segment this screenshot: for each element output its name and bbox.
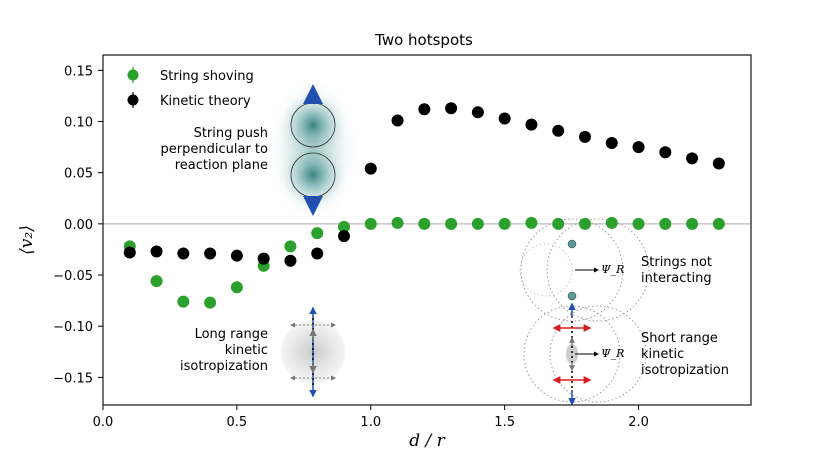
legend-label-kinetic-theory: Kinetic theory xyxy=(160,94,251,109)
annotation-string-push-3: reaction plane xyxy=(175,158,268,173)
annotation-short-range-2: kinetic xyxy=(641,347,684,362)
y-tick-label: 0.05 xyxy=(64,167,93,182)
annotation-long-range-2: kinetic xyxy=(225,343,268,358)
chart-title: Two hotspots xyxy=(374,31,473,49)
point-kinetic-theory xyxy=(364,162,377,175)
point-string-shoving xyxy=(686,217,699,230)
legend: String shoving Kinetic theory xyxy=(127,67,254,109)
point-kinetic-theory xyxy=(204,247,217,260)
annotation-short-range-1: Short range xyxy=(641,331,718,346)
point-kinetic-theory xyxy=(311,247,324,260)
y-tick-label: 0.15 xyxy=(64,64,93,79)
point-kinetic-theory xyxy=(257,252,270,265)
annotation-string-push-1: String push xyxy=(194,126,268,141)
point-string-shoving xyxy=(578,217,591,230)
point-kinetic-theory xyxy=(578,130,591,143)
point-kinetic-theory xyxy=(712,157,725,170)
point-kinetic-theory xyxy=(659,146,672,159)
point-string-shoving xyxy=(525,216,538,229)
point-kinetic-theory xyxy=(284,254,297,267)
point-kinetic-theory xyxy=(445,102,458,115)
point-string-shoving xyxy=(204,296,217,309)
x-axis-title: d / r xyxy=(409,431,445,451)
point-string-shoving xyxy=(445,217,458,230)
point-kinetic-theory xyxy=(230,249,243,262)
point-kinetic-theory xyxy=(123,246,136,259)
point-kinetic-theory xyxy=(632,141,645,154)
legend-marker-kinetic-theory xyxy=(127,94,139,106)
point-string-shoving xyxy=(150,275,163,288)
point-string-shoving xyxy=(659,217,672,230)
short-range-illustration xyxy=(523,302,647,406)
annotation-string-push-2: perpendicular to xyxy=(161,142,268,157)
x-axis-ticks: 0.0 0.5 1.0 1.5 2.0 xyxy=(93,405,649,430)
point-kinetic-theory xyxy=(605,137,618,150)
annotation-strings-not-1: Strings not xyxy=(641,255,712,270)
point-kinetic-theory xyxy=(471,106,484,119)
x-tick-label: 1.0 xyxy=(360,415,381,430)
point-string-shoving xyxy=(337,220,350,233)
y-tick-label: 0.10 xyxy=(64,116,93,131)
annotation-strings-not-2: interacting xyxy=(641,271,712,286)
x-tick-label: 2.0 xyxy=(628,415,649,430)
psi-label-upper: Ψ_R xyxy=(601,263,624,276)
x-tick-label: 0.5 xyxy=(227,415,248,430)
x-tick-label: 1.5 xyxy=(494,415,515,430)
point-string-shoving xyxy=(632,217,645,230)
point-string-shoving xyxy=(712,217,725,230)
point-string-shoving xyxy=(391,216,404,229)
point-string-shoving xyxy=(552,217,565,230)
point-kinetic-theory xyxy=(177,247,190,260)
point-string-shoving xyxy=(418,217,431,230)
y-tick-label: −0.05 xyxy=(53,269,93,284)
data-points xyxy=(123,102,725,309)
annotation-long-range-3: isotropization xyxy=(180,359,268,374)
point-string-shoving xyxy=(605,216,618,229)
y-axis-title: ⟨v₂⟩ xyxy=(17,225,37,255)
y-axis-ticks: 0.15 0.10 0.05 0.00 −0.05 −0.10 −0.15 xyxy=(53,64,103,386)
plot-frame xyxy=(102,54,752,406)
annotation-long-range-1: Long range xyxy=(195,327,268,342)
strings-not-interacting-illustration xyxy=(519,218,650,322)
legend-marker-string-shoving xyxy=(127,69,139,81)
string-push-illustration xyxy=(269,78,357,222)
y-tick-label: 0.00 xyxy=(64,218,93,233)
point-string-shoving xyxy=(364,217,377,230)
y-tick-label: −0.15 xyxy=(53,371,93,386)
point-kinetic-theory xyxy=(418,103,431,116)
point-kinetic-theory xyxy=(150,245,163,258)
y-tick-label: −0.10 xyxy=(53,320,93,335)
point-kinetic-theory xyxy=(552,124,565,137)
point-kinetic-theory xyxy=(686,152,699,165)
point-string-shoving xyxy=(471,217,484,230)
psi-label-lower: Ψ_R xyxy=(601,347,624,360)
point-kinetic-theory xyxy=(391,114,404,127)
point-string-shoving xyxy=(177,295,190,308)
point-string-shoving xyxy=(284,240,297,253)
point-kinetic-theory xyxy=(337,230,350,243)
point-kinetic-theory xyxy=(498,112,511,125)
point-kinetic-theory xyxy=(525,118,538,131)
long-range-illustration xyxy=(281,306,345,398)
annotation-short-range-3: isotropization xyxy=(641,363,729,378)
point-string-shoving xyxy=(230,281,243,294)
point-string-shoving xyxy=(311,227,324,240)
x-tick-label: 0.0 xyxy=(93,415,114,430)
point-string-shoving xyxy=(498,217,511,230)
legend-label-string-shoving: String shoving xyxy=(160,69,254,84)
